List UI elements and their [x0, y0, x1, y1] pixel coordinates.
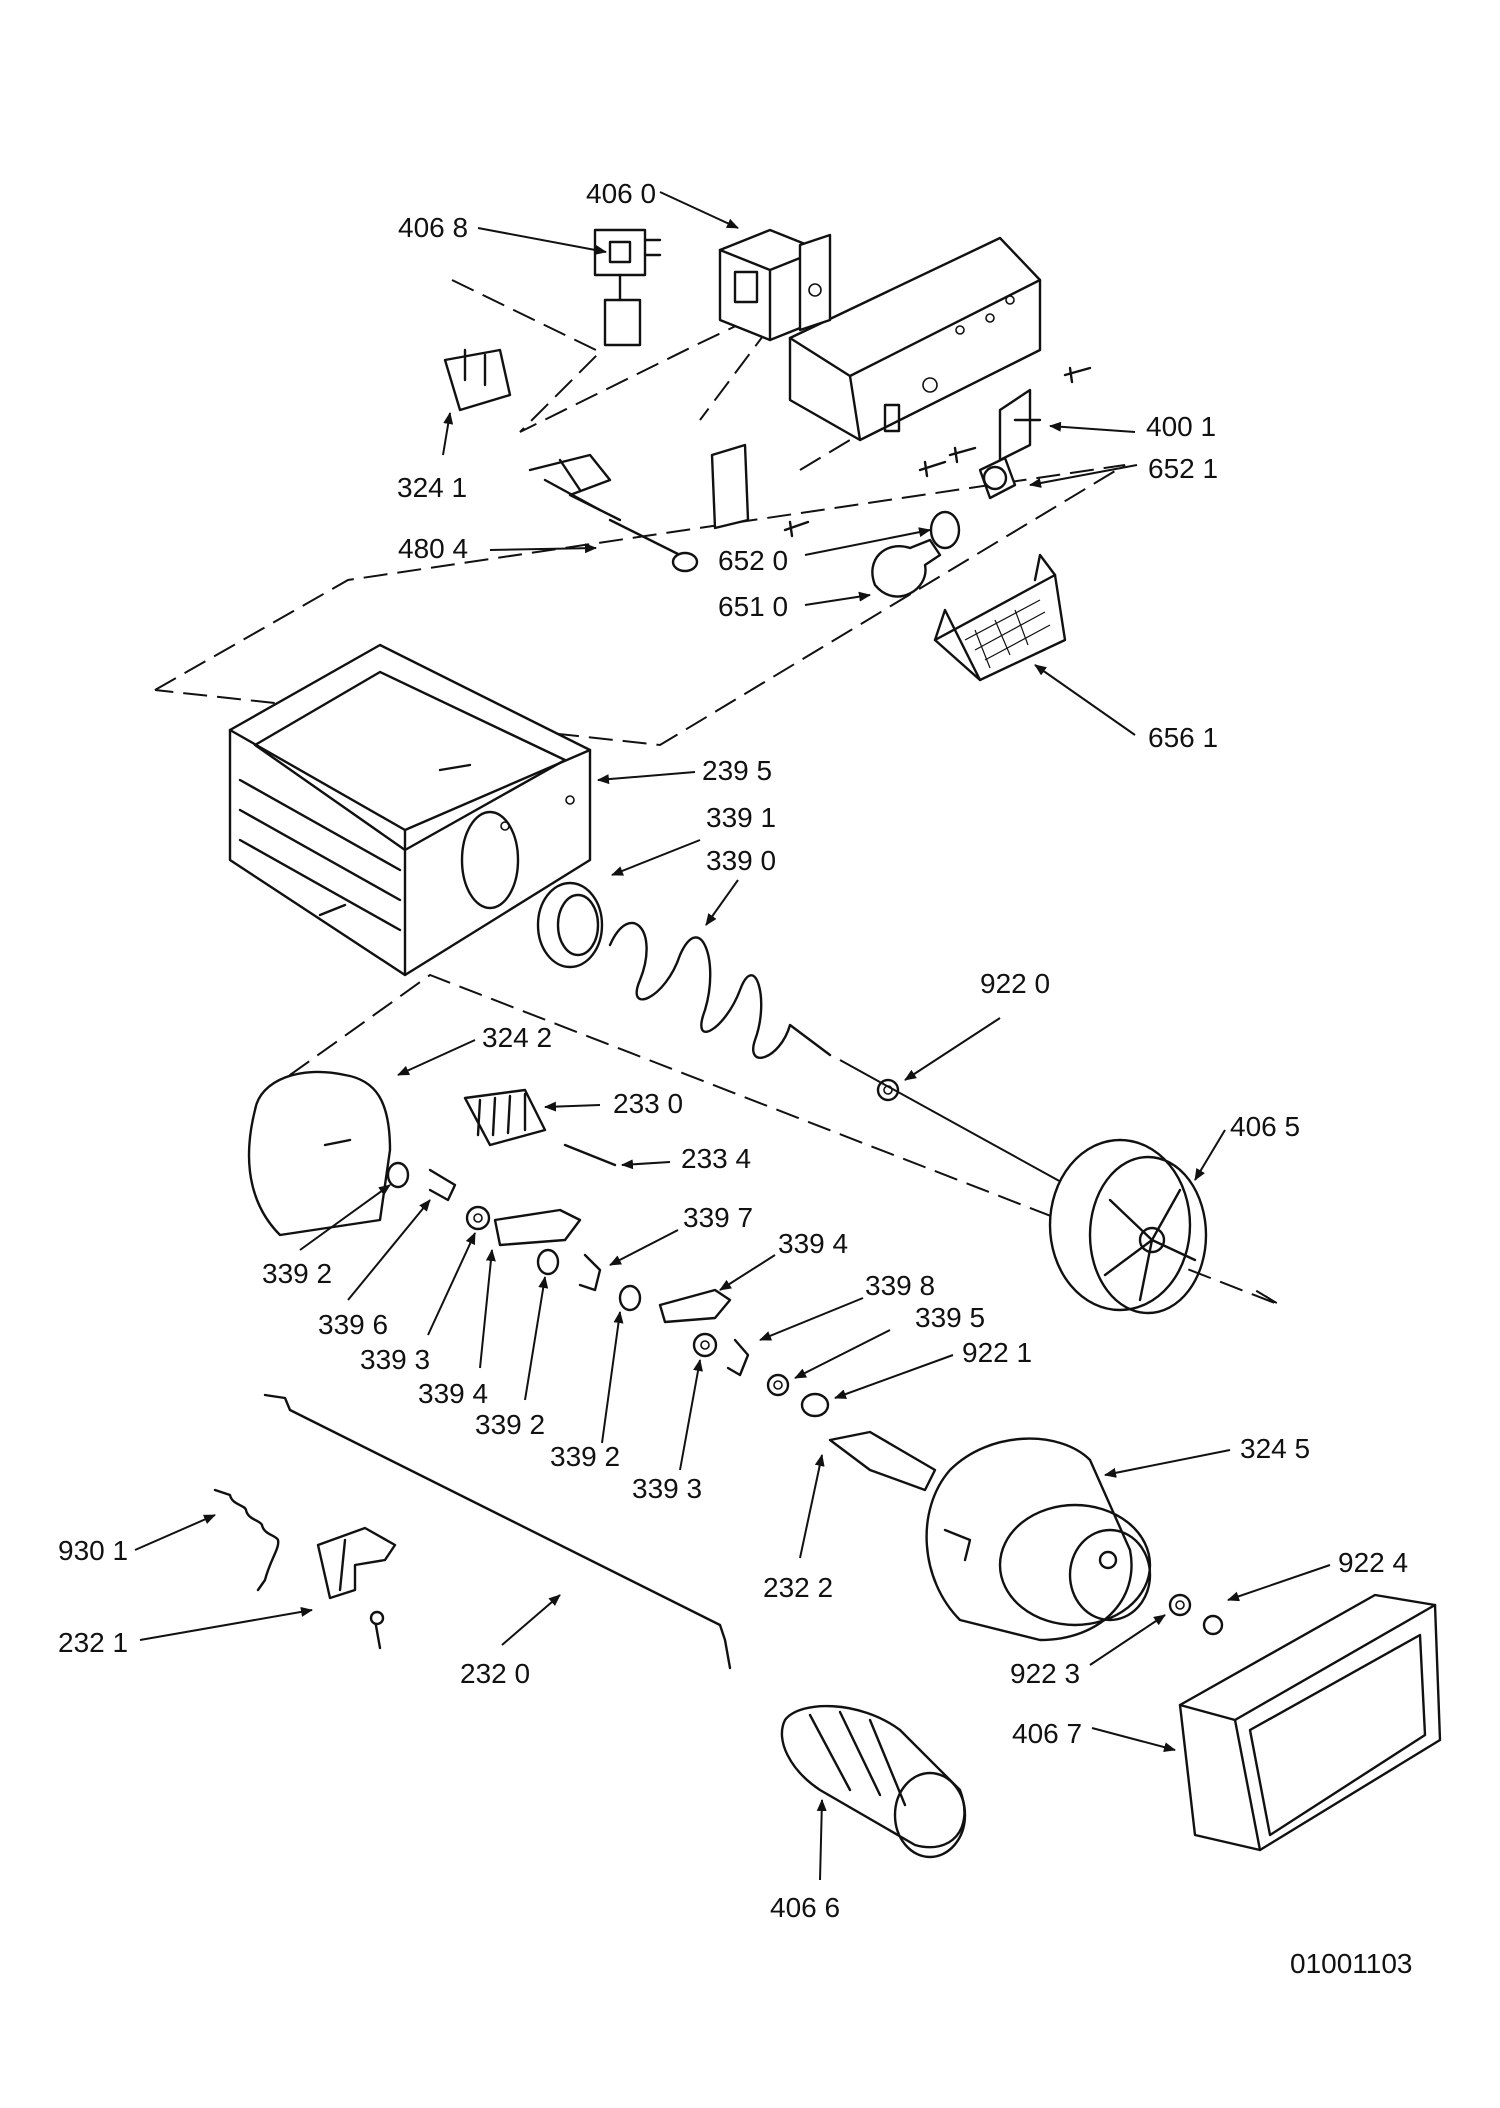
- label-324-2: 324 2: [482, 1022, 552, 1053]
- label-406-7: 406 7: [1012, 1718, 1082, 1749]
- part-labels: 406 0 406 8 324 1 480 4 400 1 652 1 652 …: [58, 178, 1413, 1979]
- pin-233-4: [563, 1143, 617, 1167]
- harness-480-4: [528, 453, 699, 573]
- label-930-1: 930 1: [58, 1535, 128, 1566]
- plate-324-2: [247, 1070, 392, 1237]
- label-339-6: 339 6: [318, 1309, 388, 1340]
- control-box-assembly: [788, 236, 1042, 442]
- washer-922-3: [1168, 1593, 1192, 1617]
- lamp-socket-652-0: [929, 510, 961, 550]
- ice-bin-239-5: [228, 643, 592, 977]
- label-324-1: 324 1: [397, 472, 467, 503]
- label-339-2-b: 339 2: [475, 1409, 545, 1440]
- label-339-4-a: 339 4: [778, 1228, 848, 1259]
- label-339-2-c: 339 2: [550, 1441, 620, 1472]
- lamp-socket-652-1: [978, 456, 1017, 500]
- label-406-8: 406 8: [398, 212, 468, 243]
- light-bulb-651-0: [871, 538, 942, 598]
- drawing-number: 01001103: [1290, 1948, 1413, 1979]
- label-239-5: 239 5: [702, 755, 772, 786]
- spring-930-1: [213, 1488, 280, 1592]
- label-339-7: 339 7: [683, 1202, 753, 1233]
- lever-232-2: [828, 1430, 937, 1492]
- bracket-233-0: [463, 1088, 547, 1147]
- leader-lines: [134, 191, 1331, 1881]
- label-339-3-b: 339 3: [632, 1473, 702, 1504]
- motor-housing-324-5: [925, 1437, 1152, 1642]
- crusher-parts-row: [386, 1161, 830, 1418]
- label-922-4: 922 4: [1338, 1547, 1408, 1578]
- label-339-8: 339 8: [865, 1270, 935, 1301]
- bearing-339-1: [536, 881, 604, 969]
- chute-406-6: [780, 1704, 967, 1859]
- screw-bracket: [369, 1610, 385, 1650]
- water-valve-406-8: [593, 228, 662, 347]
- label-652-1: 652 1: [1148, 453, 1218, 484]
- label-406-0: 406 0: [586, 178, 656, 209]
- auger-spring-339-0: [608, 921, 832, 1059]
- label-233-0: 233 0: [613, 1088, 683, 1119]
- label-480-4: 480 4: [398, 533, 468, 564]
- label-339-4-b: 339 4: [418, 1378, 488, 1409]
- timer-motor-406-0: [718, 228, 832, 342]
- label-922-1: 922 1: [962, 1337, 1032, 1368]
- switch-400-1: [998, 388, 1042, 462]
- label-339-2-a: 339 2: [262, 1258, 332, 1289]
- label-406-6: 406 6: [770, 1892, 840, 1923]
- label-922-3: 922 3: [1010, 1658, 1080, 1689]
- bracket-232-1: [316, 1526, 397, 1600]
- label-232-0: 232 0: [460, 1658, 530, 1689]
- label-324-5: 324 5: [1240, 1433, 1310, 1464]
- rod-232-0: [263, 1393, 732, 1670]
- side-plate: [710, 443, 750, 530]
- label-232-1: 232 1: [58, 1627, 128, 1658]
- label-339-0: 339 0: [706, 845, 776, 876]
- label-922-0: 922 0: [980, 968, 1050, 999]
- screws-top: [783, 366, 1092, 538]
- label-656-1: 656 1: [1148, 722, 1218, 753]
- light-shield-656-1: [933, 553, 1067, 682]
- label-651-0: 651 0: [718, 591, 788, 622]
- label-652-0: 652 0: [718, 545, 788, 576]
- cover-406-7: [1178, 1593, 1442, 1852]
- auger-wheel-406-5: [1048, 1138, 1208, 1315]
- label-400-1: 400 1: [1146, 411, 1216, 442]
- label-233-4: 233 4: [681, 1143, 751, 1174]
- label-232-2: 232 2: [763, 1572, 833, 1603]
- label-339-3-a: 339 3: [360, 1344, 430, 1375]
- bracket-324-1: [443, 348, 512, 412]
- clip-922-4: [1202, 1614, 1224, 1636]
- label-339-1: 339 1: [706, 802, 776, 833]
- label-406-5: 406 5: [1230, 1111, 1300, 1142]
- label-339-5: 339 5: [915, 1302, 985, 1333]
